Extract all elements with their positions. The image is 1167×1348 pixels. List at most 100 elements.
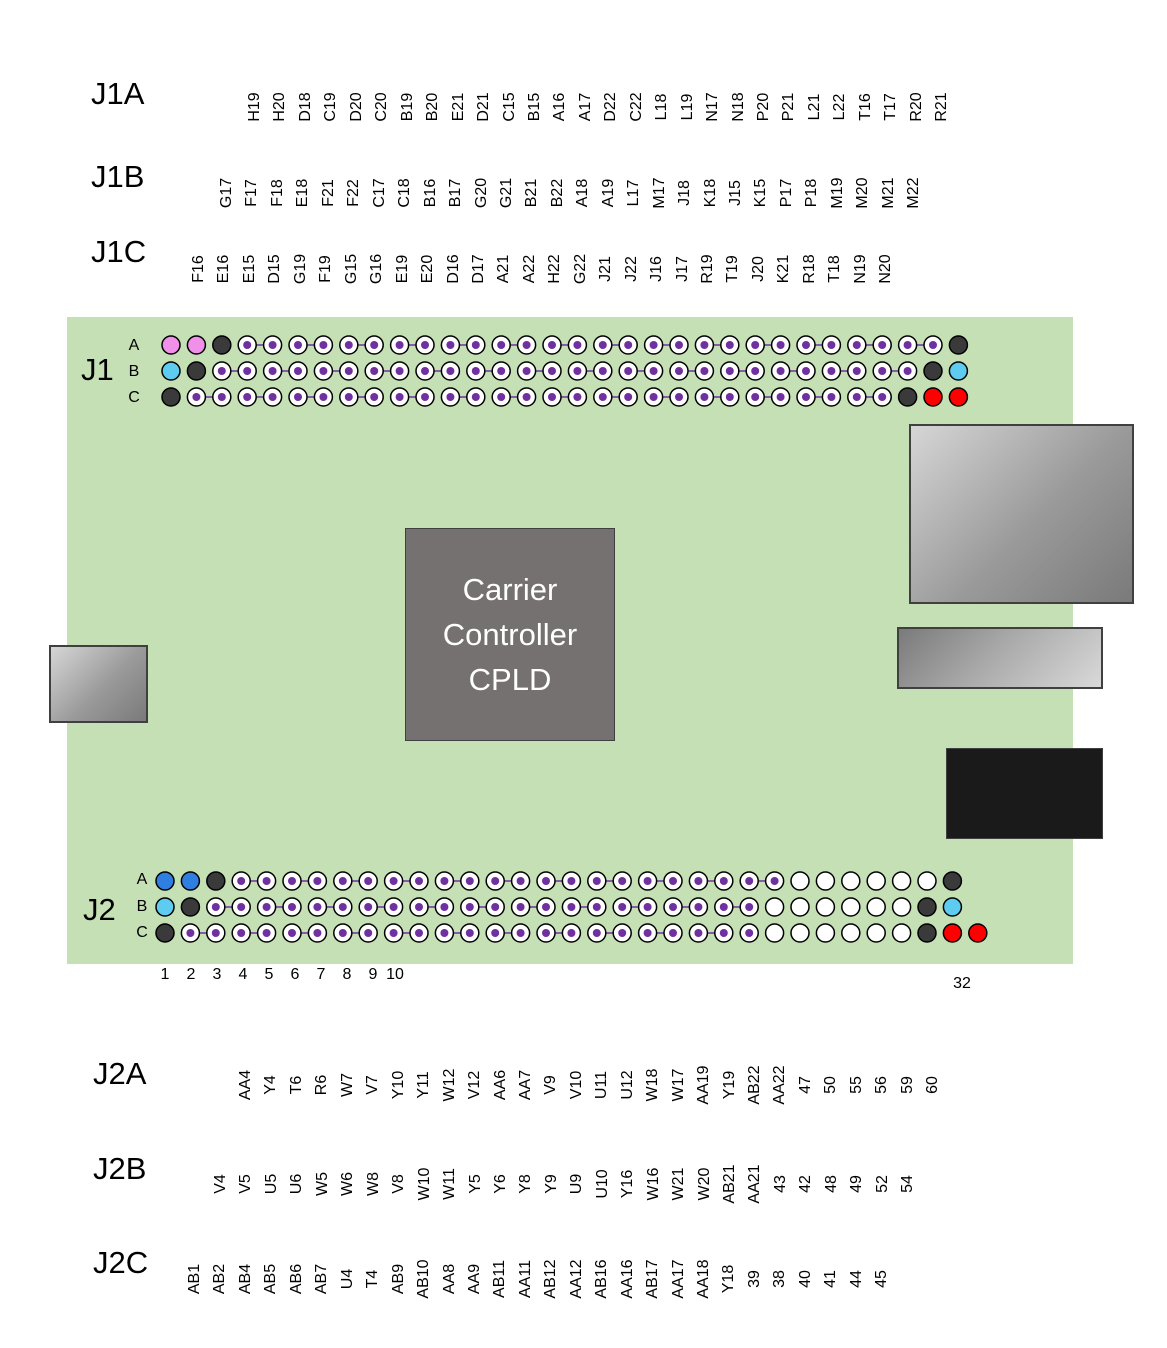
pin-dot-j2-a-20 [643, 877, 652, 885]
pin-number-8: 8 [342, 966, 352, 983]
pin-dot-j2-b-6 [288, 903, 296, 911]
pin-j2-a-3 [206, 871, 226, 891]
pin-dot-j1-c-18 [598, 393, 607, 401]
pin-dot-j2-c-21 [669, 929, 677, 937]
pin-dot-j2-a-16 [542, 877, 550, 885]
pin-dot-j1-a-13 [471, 341, 480, 349]
pin-j2-b-29 [866, 897, 886, 917]
pin-j2-a-1 [155, 871, 175, 891]
pin-dot-j1-b-12 [446, 367, 455, 375]
pin-dot-j2-a-25 [770, 877, 779, 885]
pin-j2-a-32 [942, 871, 963, 891]
pin-j1-c-1 [161, 387, 181, 407]
pin-number-5: 5 [264, 966, 274, 983]
pin-j2-a-30 [891, 871, 912, 891]
pin-dot-j1-c-25 [776, 393, 785, 401]
pin-dot-j1-a-12 [446, 341, 455, 349]
pin-dot-j1-a-23 [725, 341, 734, 349]
pin-dot-j2-a-19 [618, 877, 627, 885]
pin-dot-j1-b-5 [268, 367, 277, 375]
pin-dot-j1-b-20 [649, 367, 658, 375]
pin-dot-j1-b-23 [725, 367, 734, 375]
pin-dot-j2-c-14 [491, 929, 500, 937]
pin-dot-j1-a-26 [802, 341, 810, 349]
pin-dot-j1-c-23 [725, 393, 734, 401]
pin-dot-j2-b-8 [338, 903, 347, 911]
pin-dot-j1-c-20 [649, 393, 658, 401]
pin-dot-j1-a-9 [370, 341, 379, 349]
pin-dot-j1-b-26 [802, 367, 810, 375]
pin-dot-j1-b-21 [675, 367, 683, 375]
pin-j2-c-32 [942, 923, 963, 943]
dark-component-block [946, 748, 1103, 839]
pin-j2-c-28 [841, 923, 861, 943]
pin-dot-j2-c-24 [745, 929, 754, 937]
pin-dot-j2-a-9 [364, 877, 373, 885]
pin-dot-j1-a-17 [573, 341, 582, 349]
pin-dot-j1-c-29 [878, 393, 887, 401]
pin-j2-c-26 [790, 923, 810, 943]
pin-dot-j1-c-6 [294, 393, 302, 401]
pin-dot-j2-b-9 [364, 903, 373, 911]
j2-row-letter-b: B [136, 898, 148, 915]
pin-dot-j2-b-23 [719, 903, 728, 911]
pin-dot-j1-a-29 [878, 341, 887, 349]
pin-dot-j1-a-5 [268, 341, 277, 349]
pin-dot-j2-a-24 [745, 877, 754, 885]
pin-dot-j1-b-17 [573, 367, 582, 375]
pin-dot-j2-b-14 [491, 903, 500, 911]
pin-dot-j2-a-23 [719, 877, 728, 885]
pin-dot-j1-b-22 [700, 367, 709, 375]
pin-j2-a-2 [180, 871, 201, 891]
pin-dot-j2-a-14 [491, 877, 500, 885]
pin-dot-j2-a-10 [389, 877, 398, 885]
pin-dot-j1-b-11 [421, 367, 429, 375]
pin-dot-j1-c-15 [522, 393, 531, 401]
j2-row-letter-a: A [136, 871, 148, 888]
pin-dot-j2-c-8 [338, 929, 347, 937]
pin-j1-c-32 [948, 387, 969, 407]
pin-dot-j2-c-3 [211, 929, 220, 937]
pin-dot-j2-b-22 [694, 903, 703, 911]
pin-dot-j1-a-25 [776, 341, 785, 349]
pin-dot-j1-a-21 [675, 341, 683, 349]
pin-j2-a-28 [841, 871, 861, 891]
pin-dot-j2-a-6 [288, 877, 296, 885]
pin-dot-j1-b-4 [243, 367, 252, 375]
pin-j2-a-29 [866, 871, 886, 891]
pin-dot-j1-b-15 [522, 367, 531, 375]
pin-dot-j2-c-23 [719, 929, 728, 937]
pin-dot-j1-a-22 [700, 341, 709, 349]
cpld-label-line3: CPLD [468, 662, 552, 697]
pin-dot-j1-c-17 [573, 393, 582, 401]
pin-dot-j1-c-12 [446, 393, 455, 401]
pin-dot-j1-a-4 [243, 341, 252, 349]
pin-dot-j1-c-16 [548, 393, 556, 401]
pin-number-10: 10 [386, 966, 404, 983]
left-connector-block [49, 645, 148, 723]
pin-dot-j1-c-28 [852, 393, 861, 401]
pin-dot-j2-a-12 [440, 877, 449, 885]
pin-dot-j2-a-22 [694, 877, 703, 885]
pin-dot-j2-b-7 [313, 903, 322, 911]
pin-j1-a-2 [186, 335, 207, 355]
pin-dot-j2-c-22 [694, 929, 703, 937]
pin-j1-a-1 [161, 335, 181, 355]
pin-dot-j1-a-10 [395, 341, 404, 349]
pin-dot-j2-b-4 [237, 903, 246, 911]
header-j1b: J1B [91, 159, 145, 194]
pin-dot-j2-b-11 [415, 903, 423, 911]
pin-j1-c-30 [897, 387, 918, 407]
pin-number-7: 7 [316, 966, 326, 983]
pin-dot-j2-b-16 [542, 903, 550, 911]
pin-dot-j2-a-5 [262, 877, 271, 885]
pin-dot-j2-b-5 [262, 903, 271, 911]
medium-component-block [897, 627, 1103, 689]
pin-dot-j1-a-16 [548, 341, 556, 349]
pin-dot-j1-a-15 [522, 341, 531, 349]
pin-j1-a-3 [212, 335, 232, 355]
cpld-chip: Carrier Controller CPLD [405, 528, 615, 741]
pin-j2-a-31 [917, 871, 937, 891]
pin-dot-j1-b-9 [370, 367, 379, 375]
j1-row-letter-a: A [128, 337, 140, 354]
